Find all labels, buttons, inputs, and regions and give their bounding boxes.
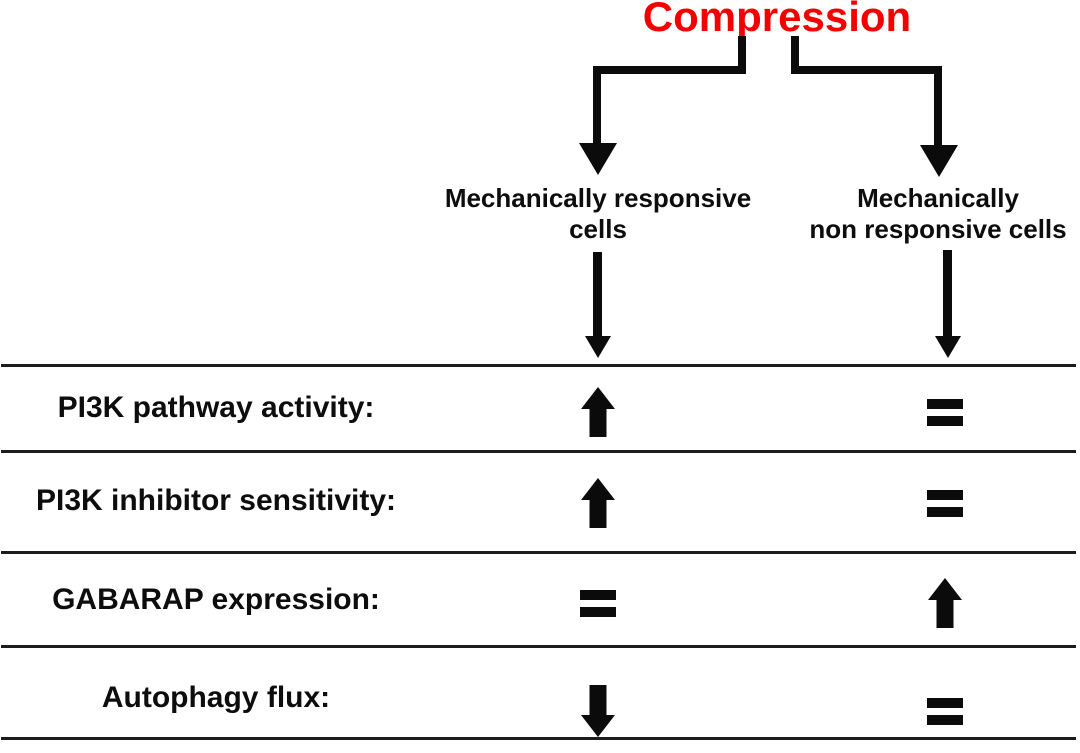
equals-icon xyxy=(927,489,963,517)
cell-symbol xyxy=(915,473,975,533)
down-arrow-icon xyxy=(581,685,615,737)
table-divider xyxy=(1,364,1076,367)
arrowhead-down-icon xyxy=(585,336,611,358)
up-arrow-icon xyxy=(581,478,615,528)
cell-symbol xyxy=(915,382,975,442)
up-arrow-icon xyxy=(581,387,615,437)
arrow-responsive-to-table-shaft xyxy=(593,252,602,338)
connector-right-horizontal xyxy=(791,66,942,74)
cell-symbol xyxy=(568,473,628,533)
connector-left-vertical xyxy=(593,66,601,144)
branch-label-line: Mechanically responsive xyxy=(444,183,752,213)
cell-symbol xyxy=(915,573,975,633)
connector-right-vertical xyxy=(934,66,942,146)
connector-left-horizontal xyxy=(593,66,746,74)
up-arrow-icon xyxy=(928,578,962,628)
equals-icon xyxy=(580,589,616,617)
cell-symbol xyxy=(568,573,628,633)
arrowhead-down-icon xyxy=(935,336,961,358)
arrowhead-down-icon xyxy=(920,145,958,177)
cell-symbol xyxy=(568,382,628,442)
table-divider xyxy=(1,450,1076,453)
table-divider xyxy=(1,737,1076,740)
connector-left-stub xyxy=(738,36,746,74)
arrow-nonresponsive-to-table-shaft xyxy=(943,250,952,338)
connector-right-stub xyxy=(791,36,799,74)
arrowhead-down-icon xyxy=(579,143,617,175)
equals-icon xyxy=(927,398,963,426)
branch-label-nonresponsive: Mechanically non responsive cells xyxy=(768,183,1080,245)
branch-label-line: non responsive cells xyxy=(809,214,1067,244)
branch-label-line: Mechanically xyxy=(857,183,1019,213)
row-label: PI3K inhibitor sensitivity: xyxy=(35,484,397,517)
row-label: GABARAP expression: xyxy=(52,583,380,616)
diagram-title: Compression xyxy=(642,0,912,40)
cell-symbol xyxy=(915,681,975,741)
cell-symbol xyxy=(568,681,628,741)
table-divider xyxy=(1,645,1076,648)
branch-label-line: cells xyxy=(569,214,627,244)
equals-icon xyxy=(927,697,963,725)
branch-label-responsive: Mechanically responsive cells xyxy=(428,183,768,245)
table-divider xyxy=(1,551,1076,554)
row-label: PI3K pathway activity: xyxy=(57,391,375,424)
row-label: Autophagy flux: xyxy=(101,681,331,714)
